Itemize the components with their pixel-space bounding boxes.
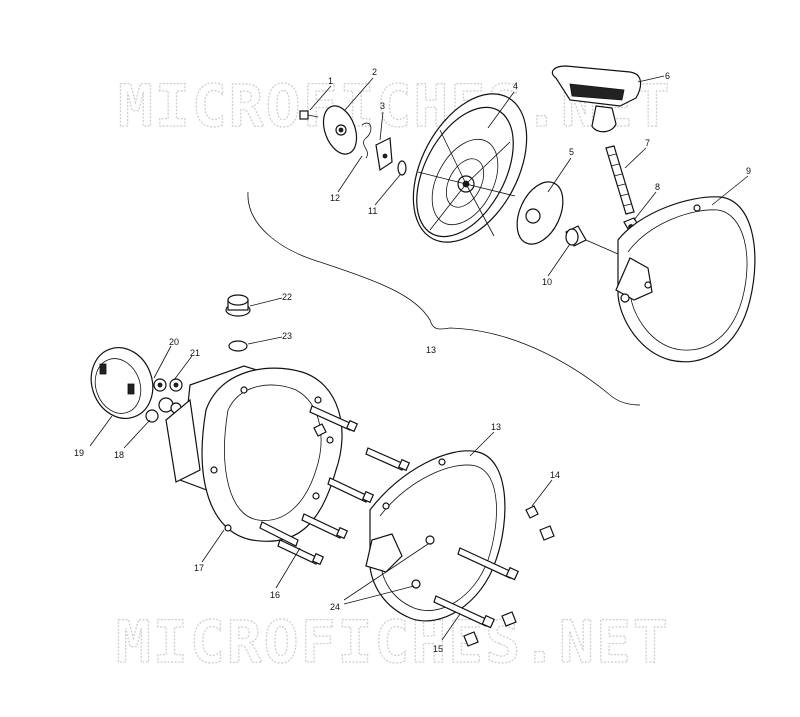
part-21-nut	[169, 378, 183, 392]
callout-13-lower: 13	[491, 422, 501, 432]
part-6-handle	[551, 65, 642, 133]
callout-17: 17	[194, 563, 204, 573]
part-7-rope	[605, 145, 635, 215]
callout-2: 2	[372, 67, 377, 77]
part-19-cup	[90, 347, 154, 419]
part-12-spring	[361, 122, 372, 159]
part-3-pawl	[375, 137, 393, 172]
part-16-bolts	[259, 405, 411, 566]
callout-6: 6	[665, 71, 670, 81]
callout-22: 22	[282, 292, 292, 302]
leader-lines	[89, 75, 749, 641]
callout-23: 23	[282, 331, 292, 341]
part-14-bolts	[463, 505, 555, 647]
callout-3: 3	[380, 101, 385, 111]
assembly-brace	[247, 191, 641, 406]
watermark-bottom: MICROFICHES.NET	[116, 608, 670, 676]
part-5-spring-plate	[516, 181, 564, 245]
callout-8: 8	[655, 182, 660, 192]
callout-4: 4	[513, 81, 518, 91]
axis-line	[585, 239, 619, 255]
callout-16: 16	[270, 590, 280, 600]
callout-12: 12	[330, 193, 340, 203]
callout-9: 9	[746, 166, 751, 176]
callout-13-upper: 13	[426, 345, 436, 355]
part-10-bushing	[565, 225, 587, 247]
part-9-housing	[615, 196, 756, 363]
callout-18: 18	[114, 450, 124, 460]
part-20-nut	[153, 378, 167, 392]
part-1-bolt	[299, 110, 319, 120]
callout-14: 14	[550, 470, 560, 480]
callout-20: 20	[169, 337, 179, 347]
part-13-cover	[365, 450, 506, 622]
part-15-long-bolts	[433, 547, 519, 629]
callout-1: 1	[328, 76, 333, 86]
callout-19: 19	[74, 448, 84, 458]
callout-15: 15	[433, 644, 443, 654]
part-2-plate	[322, 105, 358, 155]
part-4-pulley	[412, 93, 528, 243]
part-23-oring	[228, 340, 248, 352]
callout-10: 10	[542, 277, 552, 287]
callout-11: 11	[368, 206, 377, 216]
callout-24: 24	[330, 602, 340, 612]
part-11-ring	[397, 160, 407, 176]
part-22-plug	[225, 294, 251, 317]
callout-7: 7	[645, 138, 650, 148]
part-17-flange-housing	[165, 365, 343, 542]
callout-5: 5	[569, 147, 574, 157]
callout-21: 21	[190, 348, 200, 358]
